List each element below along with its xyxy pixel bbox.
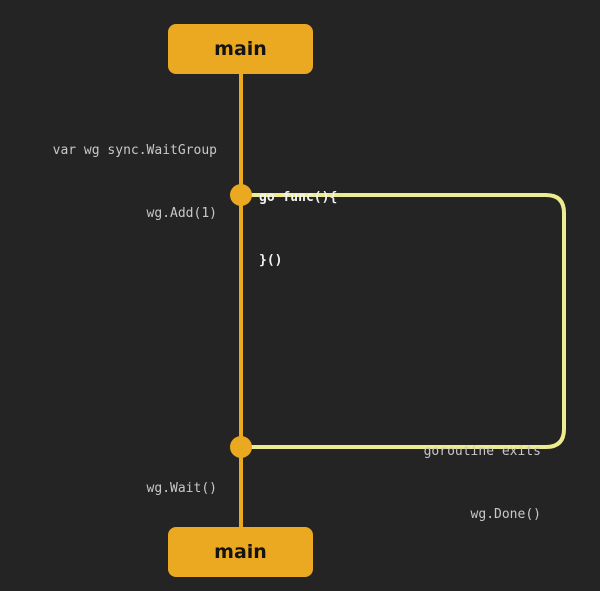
func-close-line: }() (259, 253, 283, 268)
waitgroup-declaration: var wg sync.WaitGroup wg.Add(1) (53, 98, 217, 266)
main-end-label: main (214, 541, 267, 563)
main-start-node: main (168, 24, 313, 74)
add-line: wg.Add(1) (146, 206, 217, 221)
spawn-junction (230, 184, 252, 206)
wait-line: wg.Wait() (146, 481, 217, 496)
main-start-label: main (214, 38, 267, 60)
exits-line: goroutine exits (423, 444, 541, 459)
goroutine-exit-block: goroutine exits wg.Done() (424, 399, 541, 567)
wait-junction (230, 436, 252, 458)
declare-line: var wg sync.WaitGroup (52, 143, 217, 158)
go-func-open-line: go func(){ (259, 187, 337, 208)
done-line: wg.Done() (470, 507, 541, 522)
go-func-block: go func(){ }() (259, 145, 337, 313)
go-keyword: go (259, 190, 275, 205)
wait-label: wg.Wait() (147, 436, 217, 541)
goroutine-path (241, 193, 566, 449)
func-open: func(){ (282, 190, 338, 205)
main-end-node: main (168, 527, 313, 577)
